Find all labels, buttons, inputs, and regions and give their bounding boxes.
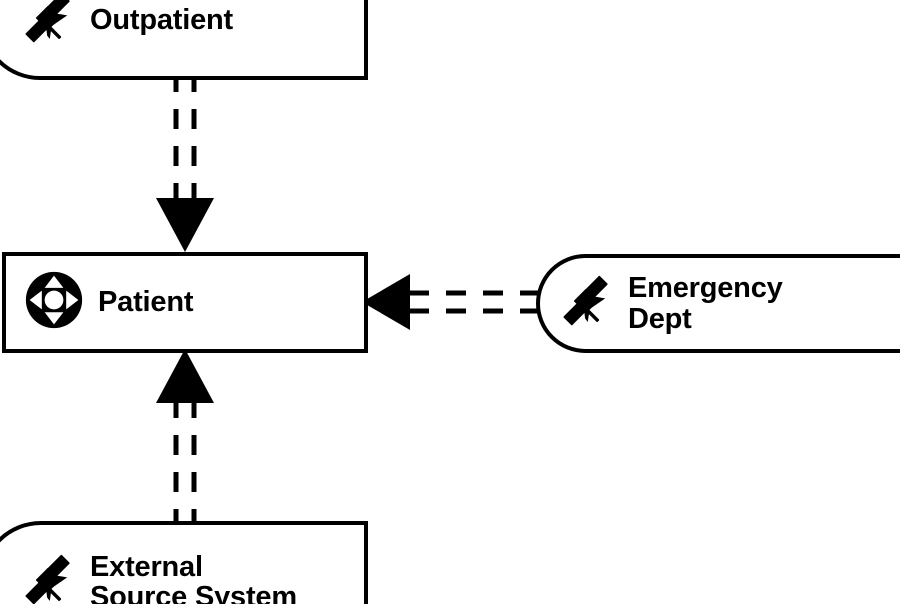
node-outpatient-label: Outpatient: [90, 3, 233, 36]
node-emergency-dept-label: Emergency Dept: [628, 272, 783, 335]
arrowhead-filled-triangle: [362, 274, 410, 330]
satellite-icon: [558, 273, 614, 334]
connector-outpatient-to-patient: [150, 72, 230, 254]
satellite-icon: [20, 552, 76, 604]
node-emergency-dept[interactable]: Emergency Dept: [536, 254, 900, 353]
double-dashed-line: [408, 290, 540, 314]
node-outpatient[interactable]: Outpatient: [0, 0, 368, 80]
arrowhead-filled-triangle: [156, 198, 214, 252]
node-patient-label: Patient: [98, 286, 194, 319]
node-external-source-system-label: External Source System: [90, 550, 297, 604]
double-dashed-line: [173, 72, 197, 200]
connector-external-to-patient: [150, 349, 230, 529]
hub-four-arrows-icon: [24, 270, 84, 335]
node-patient[interactable]: Patient: [2, 252, 368, 353]
arrowhead-filled-triangle: [156, 349, 214, 403]
satellite-icon: [20, 0, 76, 51]
double-dashed-line: [173, 401, 197, 529]
node-external-source-system[interactable]: External Source System: [0, 521, 368, 604]
connector-emergency-to-patient: [362, 274, 542, 330]
